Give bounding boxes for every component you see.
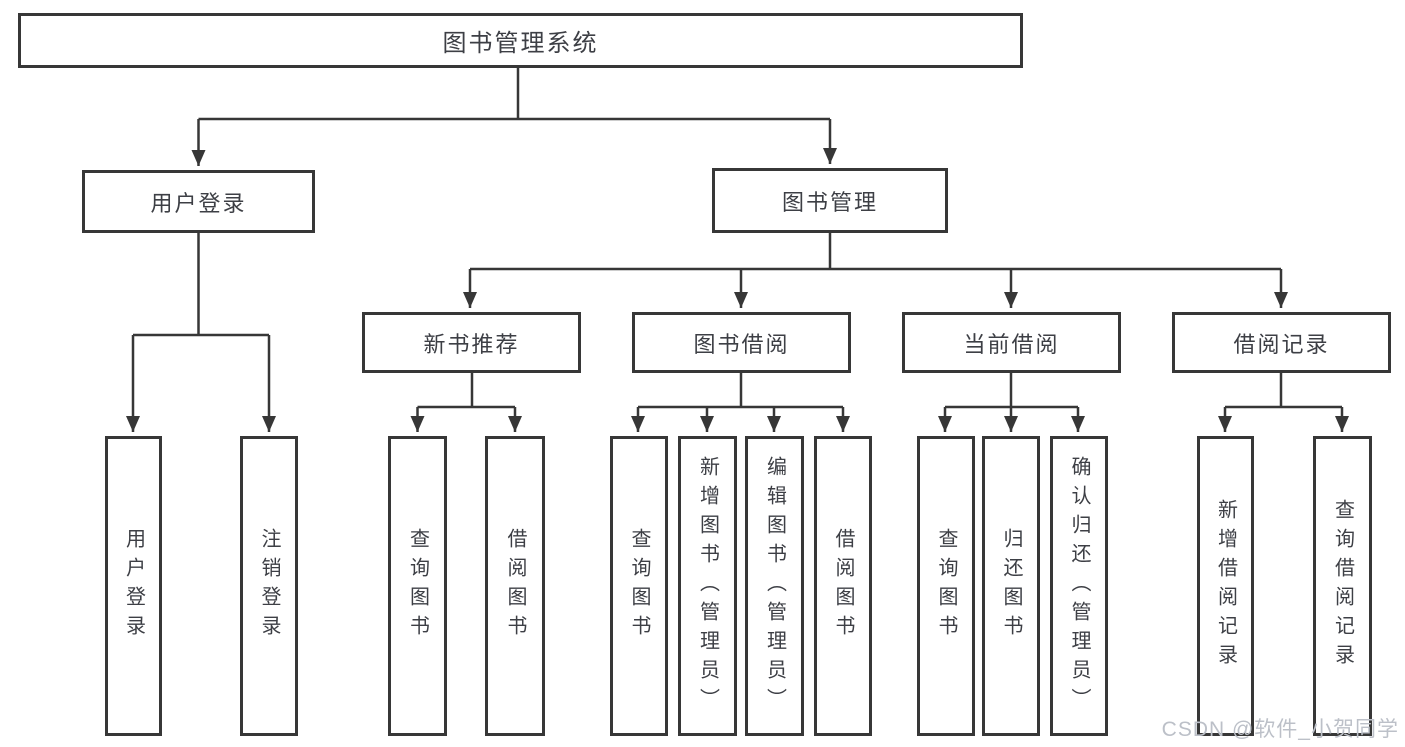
node-new-book-recommendation: 新书推荐 (362, 312, 581, 373)
leaf-query-books-borrow: 查询图书 (610, 436, 668, 736)
node-book-management: 图书管理 (712, 168, 948, 233)
leaf-query-books-current: 查询图书 (917, 436, 975, 736)
level1-connectors (191, 68, 837, 166)
leaf-borrow-books-borrow: 借阅图书 (814, 436, 872, 736)
current-borrowing-connectors (938, 373, 1085, 432)
node-current-borrowing: 当前借阅 (902, 312, 1121, 373)
node-borrowing-records: 借阅记录 (1172, 312, 1391, 373)
leaf-confirm-return-admin: 确认归还（管理员） (1050, 436, 1108, 736)
leaf-edit-books-admin: 编辑图书（管理员） (745, 436, 804, 736)
leaf-query-borrow-record: 查询借阅记录 (1313, 436, 1372, 736)
leaf-return-books: 归还图书 (982, 436, 1040, 736)
leaf-add-borrow-record: 新增借阅记录 (1197, 436, 1254, 736)
leaf-user-login: 用户登录 (105, 436, 162, 736)
borrowing-records-connectors (1218, 373, 1349, 432)
node-user-login: 用户登录 (82, 170, 315, 233)
book-management-connectors (463, 233, 1288, 308)
node-book-borrowing: 图书借阅 (632, 312, 851, 373)
new-book-connectors (410, 373, 522, 432)
leaf-add-books-admin: 新增图书（管理员） (678, 436, 737, 736)
leaf-query-books-recommend: 查询图书 (388, 436, 447, 736)
leaf-borrow-books-recommend: 借阅图书 (485, 436, 545, 736)
watermark-text: CSDN @软件_小贺同学 (1161, 718, 1399, 741)
node-library-system: 图书管理系统 (18, 13, 1023, 68)
book-borrowing-connectors (631, 373, 850, 432)
user-login-connectors (126, 233, 276, 432)
leaf-logout-login: 注销登录 (240, 436, 298, 736)
